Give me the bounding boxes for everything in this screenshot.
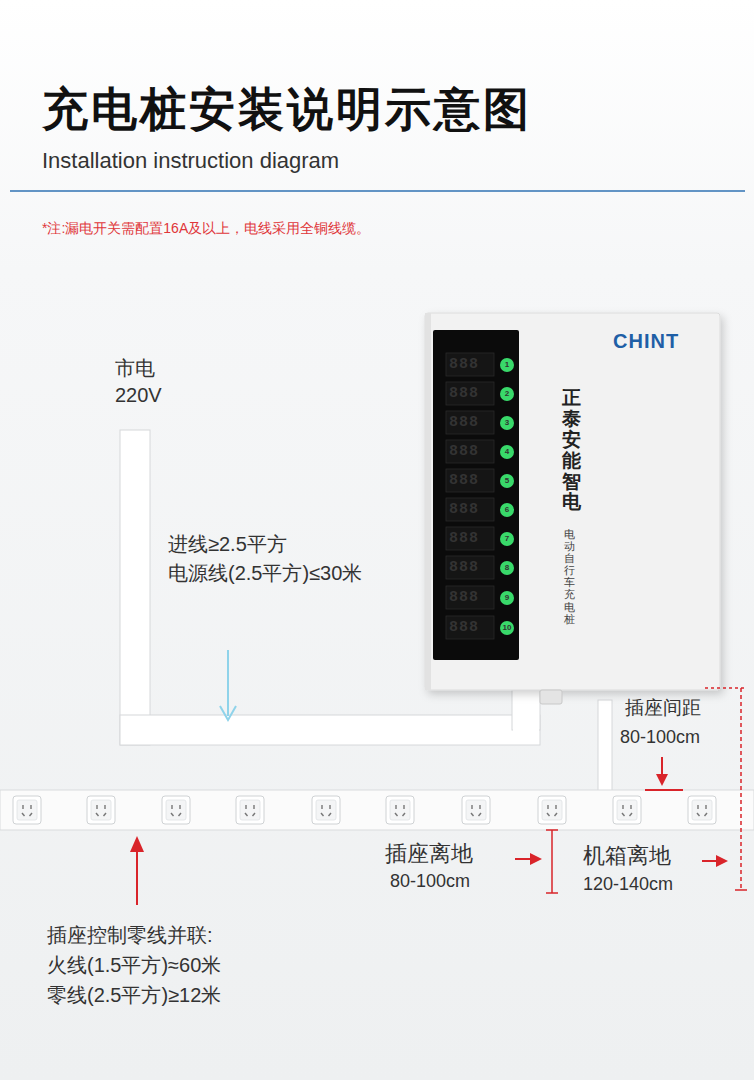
- cable-gland: [540, 690, 562, 704]
- port-number: 4: [500, 445, 514, 459]
- digital-display: 888: [449, 415, 479, 430]
- header-rule: [10, 190, 745, 192]
- digital-display: 888: [449, 620, 479, 635]
- dimension-label: 插座离地: [385, 841, 473, 867]
- socket-height-dimension: [515, 830, 558, 893]
- spacing-dimension: [645, 757, 683, 790]
- digital-display: 888: [449, 386, 479, 401]
- wiring-note: 零线(2.5平方)≥12米: [47, 983, 221, 1007]
- brand-logo: CHINT: [613, 329, 679, 353]
- socket-strip: [0, 790, 754, 830]
- wiring-note: 火线(1.5平方)≈60米: [47, 953, 221, 977]
- housing-height-dimension: [702, 688, 747, 890]
- power-cable-spec: 电源线(2.5平方)≤30米: [168, 561, 362, 585]
- port-number: 9: [500, 591, 514, 605]
- port-number: 2: [500, 387, 514, 401]
- product-name-vertical: 电动自行车充电桩: [564, 528, 575, 625]
- digital-display: 888: [449, 357, 479, 372]
- socket-pointer-arrow: [130, 836, 144, 905]
- dimension-value: 120-140cm: [583, 874, 673, 896]
- digital-display: 888: [449, 502, 479, 517]
- brand-name-vertical: 正泰安能智电: [562, 388, 581, 513]
- inlet-arrow: [220, 650, 236, 720]
- digital-display: 888: [449, 590, 479, 605]
- subtitle: Installation instruction diagram: [42, 148, 339, 174]
- inlet-spec: 进线≥2.5平方: [168, 532, 287, 556]
- digital-display: 888: [449, 473, 479, 488]
- display-cells: [446, 353, 494, 639]
- port-number: 6: [500, 503, 514, 517]
- sockets: [13, 796, 716, 824]
- note: *注:漏电开关需配置16A及以上，电线采用全铜线缆。: [42, 220, 370, 237]
- dimension-label: 插座间距: [625, 697, 701, 720]
- dimension-value: 80-100cm: [620, 727, 700, 749]
- digital-display: 888: [449, 444, 479, 459]
- digital-display: 888: [449, 560, 479, 575]
- port-number: 10: [500, 621, 514, 635]
- wiring-note: 插座控制零线并联:: [47, 923, 213, 947]
- port-number: 5: [500, 474, 514, 488]
- digital-display: 888: [449, 531, 479, 546]
- port-number: 1: [500, 358, 514, 372]
- port-number: 8: [500, 561, 514, 575]
- display-panel: [433, 330, 519, 660]
- port-number: 7: [500, 532, 514, 546]
- voltage-label: 220V: [115, 383, 162, 407]
- charger-housing: [425, 313, 720, 690]
- port-number: 3: [500, 416, 514, 430]
- page-title: 充电桩安装说明示意图: [42, 84, 532, 135]
- housing-edge: [425, 313, 431, 690]
- dimension-label: 机箱离地: [583, 843, 671, 869]
- dimension-value: 80-100cm: [390, 871, 470, 893]
- supply-label: 市电: [115, 356, 155, 380]
